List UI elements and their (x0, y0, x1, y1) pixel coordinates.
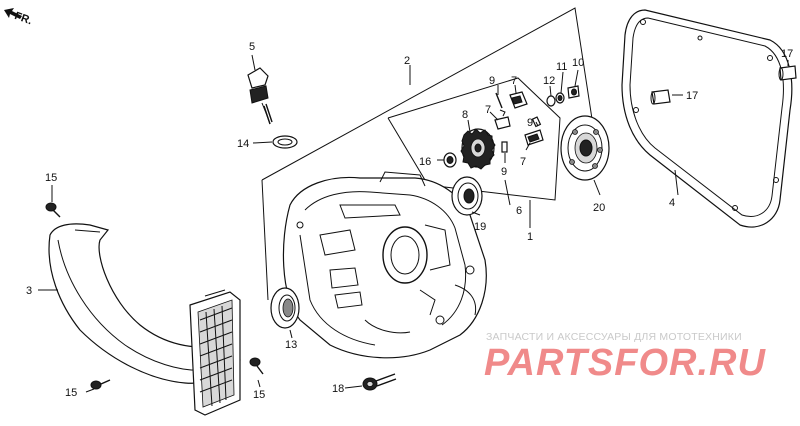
bolt-18 (362, 373, 397, 391)
callout-15c: 15 (65, 387, 77, 399)
governor-weights (494, 91, 544, 153)
callout-1: 1 (527, 231, 533, 243)
screw-15b (249, 357, 264, 375)
callout-3: 3 (26, 285, 32, 297)
cover-3 (48, 223, 241, 416)
gasket-4 (621, 9, 793, 228)
callout-12: 12 (543, 75, 555, 87)
callout-9b: 9 (527, 117, 533, 129)
oil-seal-13 (270, 287, 300, 329)
crankcase-cover (282, 171, 487, 359)
callout-15b: 15 (253, 389, 265, 401)
bearing-20 (560, 115, 610, 181)
governor-gear-8 (460, 128, 496, 170)
callout-20: 20 (593, 202, 605, 214)
callout-6: 6 (516, 205, 522, 217)
dowel-pins-17 (650, 65, 797, 105)
callout-13: 13 (285, 339, 297, 351)
callout-17a: 17 (686, 90, 698, 102)
callout-4: 4 (669, 197, 675, 209)
callout-10: 10 (572, 57, 584, 69)
screw-15c (90, 379, 111, 390)
o-ring-14 (272, 135, 298, 149)
callout-9a: 9 (489, 75, 495, 87)
callout-7b: 7 (485, 104, 491, 116)
washer-16 (443, 152, 457, 168)
front-direction-arrow-icon (4, 8, 22, 19)
callout-2: 2 (404, 55, 410, 67)
callout-8: 8 (462, 109, 468, 121)
callout-18: 18 (332, 383, 344, 395)
callout-7c: 7 (520, 156, 526, 168)
watermark-logo: PARTSFOR.RU (484, 342, 766, 384)
callout-15a: 15 (45, 172, 57, 184)
callout-7a: 7 (511, 75, 517, 87)
callout-19: 19 (474, 221, 486, 233)
callout-17b: 17 (781, 48, 793, 60)
dipstick-5 (247, 67, 273, 125)
leader-lines (38, 54, 789, 393)
bearing-19 (451, 176, 483, 216)
callout-16: 16 (419, 156, 431, 168)
governor-subframe (387, 77, 561, 228)
watermark-tagline: ЗАПЧАСТИ И АКСЕССУАРЫ ДЛЯ МОТОТЕХНИКИ (486, 331, 742, 343)
fasteners-10-11-12 (546, 85, 580, 107)
callout-5: 5 (249, 41, 255, 53)
assembly-frame (261, 7, 599, 301)
screw-15a (45, 202, 61, 218)
callout-11: 11 (556, 61, 567, 73)
callout-9c: 9 (501, 166, 507, 178)
callout-14: 14 (237, 138, 249, 150)
